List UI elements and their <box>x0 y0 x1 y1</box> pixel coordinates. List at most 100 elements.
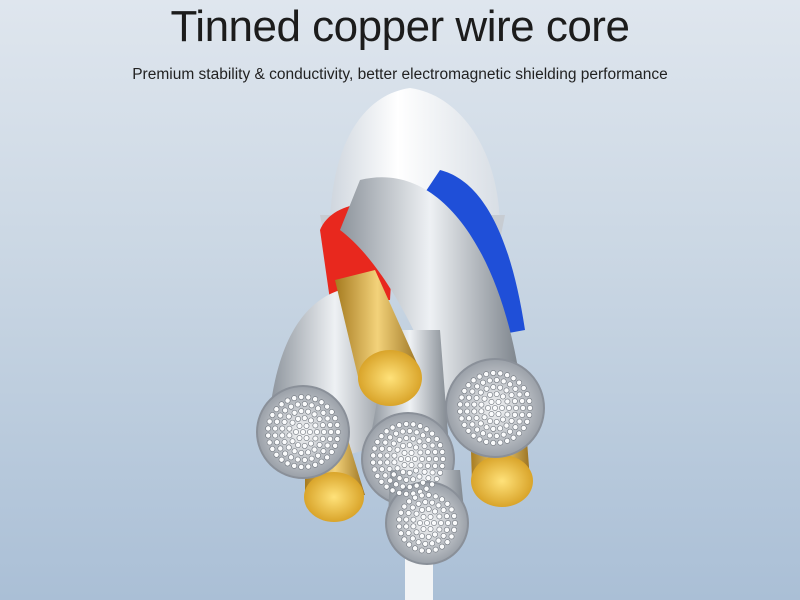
strand-wire <box>278 401 285 408</box>
strand-wire <box>481 414 488 421</box>
strand-wire <box>334 422 341 428</box>
copper-pin-end <box>471 455 533 507</box>
strand-wire <box>470 377 477 384</box>
strand-wire <box>401 450 408 456</box>
strand-wire <box>495 399 502 405</box>
strand-wire <box>425 506 432 513</box>
strand-wire <box>324 415 331 422</box>
strand-wire <box>374 439 381 445</box>
strand-wire <box>413 429 420 436</box>
strand-wire <box>412 545 418 552</box>
strand-wire <box>413 510 420 517</box>
strand-wire <box>495 411 502 417</box>
strand-wire <box>493 418 500 425</box>
strand-wire <box>435 502 442 509</box>
strand-wire <box>477 420 484 427</box>
strand-wire <box>436 526 443 533</box>
strand-wire <box>431 520 437 526</box>
strand-wire <box>266 418 273 425</box>
strand-wire <box>432 546 439 553</box>
strand-wire <box>284 460 291 467</box>
strand-wire <box>429 499 436 506</box>
strand-wire <box>383 428 390 435</box>
strand-wire <box>371 466 378 473</box>
strand-wire <box>426 456 432 462</box>
strand-wire <box>289 419 296 426</box>
strand-wire <box>382 439 389 446</box>
strand-wire <box>429 430 436 437</box>
strand-wire <box>400 443 406 449</box>
strand-wire <box>399 483 406 490</box>
strand-wire <box>417 520 423 526</box>
strand-wire <box>474 426 481 433</box>
strand-wire <box>510 434 517 441</box>
strand-wire <box>406 484 413 490</box>
strand-wire <box>508 417 515 424</box>
strand-wire <box>318 458 325 465</box>
strand-wire <box>506 405 512 411</box>
strand-wire <box>413 444 419 451</box>
strand-wire <box>409 535 416 542</box>
strand-wire <box>433 436 440 442</box>
strand-wire <box>312 396 319 403</box>
strand-wire <box>424 449 431 456</box>
strand-wire <box>473 415 480 421</box>
strand-wire <box>320 448 327 455</box>
strand-wire <box>405 530 412 536</box>
strand-wire <box>303 423 310 429</box>
strand-wire <box>406 469 413 476</box>
strand-wire <box>424 462 431 469</box>
strand-wire <box>524 391 531 398</box>
strand-wire <box>520 405 526 411</box>
strand-wire <box>478 408 485 415</box>
strand-wire <box>378 433 385 440</box>
strand-wire <box>466 415 472 422</box>
strand-wire <box>415 500 422 507</box>
strand-wire <box>416 438 423 445</box>
strand-wire <box>316 441 323 448</box>
strand-wire <box>384 459 391 466</box>
strand-wire <box>324 442 331 449</box>
strand-wire <box>391 452 398 459</box>
strand-wire <box>512 424 519 431</box>
page-subtitle: Premium stability & conductivity, better… <box>132 66 668 83</box>
strand-wire <box>408 462 415 468</box>
strand-wire <box>526 412 533 418</box>
strand-dots <box>265 370 533 554</box>
strand-wire <box>377 459 384 466</box>
strand-wire <box>476 373 483 380</box>
strand-wire <box>301 442 308 449</box>
strand-wire <box>401 536 408 543</box>
strand-wire <box>481 395 488 402</box>
strand-wire <box>432 531 438 538</box>
strand-wire <box>432 449 439 455</box>
strand-wire <box>327 422 334 428</box>
strand-bundle <box>340 177 520 420</box>
strand-wire <box>452 520 458 526</box>
strand-wire <box>477 389 484 396</box>
strand-wire <box>519 398 526 404</box>
strand-wire <box>410 523 417 530</box>
strand-wire <box>308 417 314 424</box>
strand-wire <box>516 418 523 425</box>
strand-wire <box>440 456 446 462</box>
strand-wire <box>461 388 468 394</box>
strand-wire <box>507 381 513 388</box>
strand-wire <box>406 428 413 434</box>
strand-wire <box>332 415 339 422</box>
strand-wire <box>510 375 517 382</box>
strand-wire <box>432 508 438 515</box>
strand-wire <box>474 383 481 390</box>
copper-pin-end <box>358 350 422 406</box>
strand-wire <box>398 530 404 537</box>
strand-wire <box>439 463 446 469</box>
strand-wire <box>311 446 318 453</box>
strand-wire <box>370 452 377 459</box>
strand-wire <box>417 449 424 456</box>
strand-wire <box>520 385 527 391</box>
strand-wire <box>432 463 439 469</box>
strand-wire <box>497 384 504 391</box>
strand-wire <box>399 428 406 435</box>
strand-wire <box>305 449 312 456</box>
strand-wire <box>429 469 436 476</box>
